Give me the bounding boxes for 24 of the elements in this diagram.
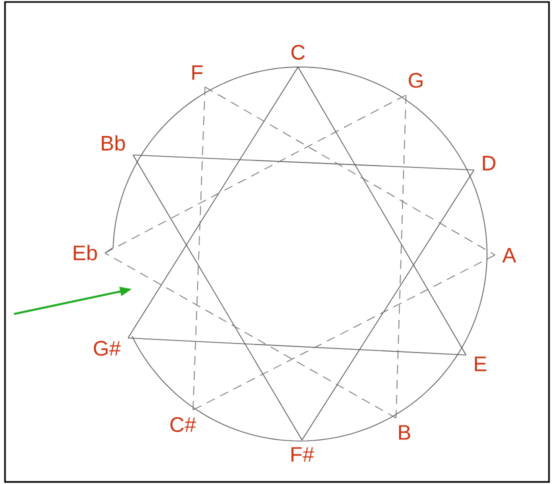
dashed-line [396, 94, 406, 418]
dashed-line [104, 252, 396, 418]
triangle-side [132, 154, 302, 440]
triangle-side [132, 154, 474, 170]
dashed-line [204, 86, 496, 256]
note-label: F [192, 65, 203, 80]
note-label: B [399, 425, 410, 440]
note-label: G [408, 72, 422, 88]
dashed-line [192, 86, 206, 410]
note-label: D [482, 156, 496, 170]
note-label: E [474, 356, 486, 372]
triangle-side [128, 338, 466, 356]
dashed-line [192, 254, 496, 410]
note-label: A [502, 248, 516, 262]
triangle-side [302, 170, 474, 440]
note-label: C [291, 44, 305, 60]
note-label: Eb [74, 244, 97, 260]
note-label: Bb [102, 135, 125, 151]
dashed-line [104, 94, 406, 254]
triangle-side [128, 66, 298, 338]
triangle-side [298, 66, 466, 356]
note-label: F# [291, 447, 314, 462]
note-label: C# [170, 417, 196, 432]
note-label: G# [94, 340, 121, 356]
